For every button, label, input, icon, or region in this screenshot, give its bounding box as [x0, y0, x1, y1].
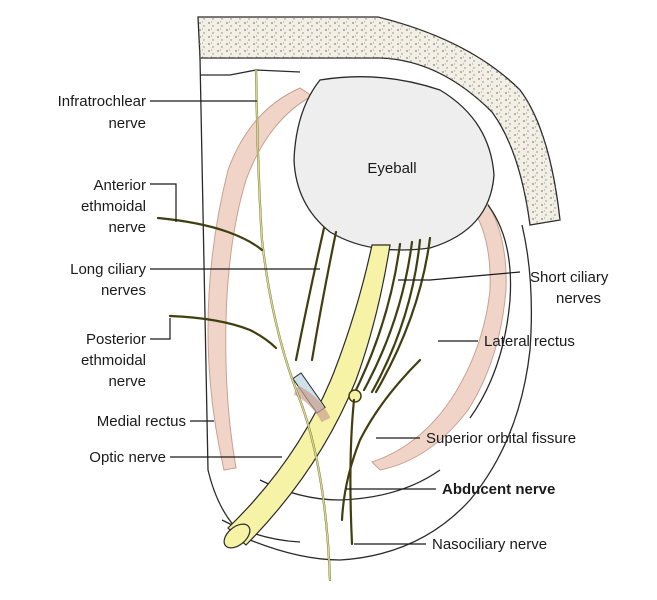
eyeball [293, 76, 495, 251]
label-long-ciliary-line2: nerves [101, 282, 146, 299]
label-abducent-nerve: Abducent nerve [442, 481, 555, 498]
lateral-rectus-muscle [371, 194, 507, 471]
label-posterior-ethmoidal-line1: Posterior [86, 331, 146, 348]
leader-lines [150, 100, 521, 545]
label-infratrochlear-line2: nerve [108, 115, 146, 132]
ciliary-ganglion [348, 389, 362, 403]
label-eyeball: Eyeball [367, 160, 416, 177]
label-infratrochlear-line1: Infratrochlear [58, 93, 146, 110]
label-anterior-ethmoidal-line1: Anterior [93, 177, 146, 194]
label-long-ciliary-line1: Long ciliary [70, 261, 146, 278]
label-posterior-ethmoidal-line3: nerve [108, 373, 146, 390]
label-medial-rectus: Medial rectus [97, 413, 186, 430]
medial-rectus-muscle [207, 87, 313, 471]
label-lateral-rectus: Lateral rectus [484, 333, 575, 350]
label-superior-orbital-fissure: Superior orbital fissure [426, 430, 576, 447]
label-anterior-ethmoidal-line2: ethmoidal [81, 198, 146, 215]
optic-nerve [223, 244, 391, 549]
orbital-roof-bone [197, 16, 561, 226]
label-short-ciliary-line2: nerves [556, 290, 601, 307]
label-optic-nerve: Optic nerve [89, 449, 166, 466]
label-short-ciliary-line1: Short ciliary [530, 269, 609, 286]
label-anterior-ethmoidal-line3: nerve [108, 219, 146, 236]
label-posterior-ethmoidal-line2: ethmoidal [81, 352, 146, 369]
label-nasociliary-nerve: Nasociliary nerve [432, 536, 547, 553]
nerves-group [156, 68, 432, 582]
